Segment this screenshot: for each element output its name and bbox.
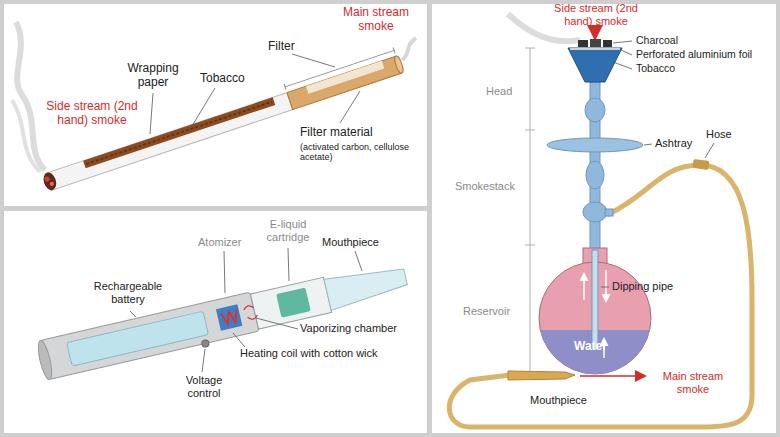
smoke [402,38,416,60]
part-label: Charcoal [636,34,678,46]
section-label: Head [486,85,512,98]
smoke [12,100,40,172]
part-label: Voltage control [172,374,236,399]
part-label: Wrapping paper [116,62,190,90]
dipping-pipe [592,250,598,350]
hose-fitting [692,159,709,170]
part-label: Tobacco [636,62,675,74]
hose [449,165,752,427]
leader-lines [150,54,360,134]
panel [4,211,427,433]
smoke-label: Main stream smoke [652,370,734,395]
part-label: Mouthpiece [322,236,379,249]
smoke-label: Side stream (2nd hand) smoke [545,2,647,27]
e-cigarette [36,257,411,384]
part-label: Filter material [300,126,373,140]
part-label: Dipping pipe [612,280,673,293]
part-label: Atomizer [198,236,241,249]
part-label: Hose [706,128,732,141]
part-label: Filter [268,40,295,54]
section-bracket [525,48,535,378]
smoke-label: Side stream (2nd hand) smoke [42,100,142,128]
smoke-arrow [594,31,596,37]
part-label: Heating coil with cotton wick [240,347,378,360]
cigarette [38,47,404,192]
mouthpiece [508,371,575,380]
part-label: Water [574,340,607,354]
section-label: Reservoir [463,305,510,318]
part-label: Perforated aluminium foil [636,48,752,60]
part-label: Ashtray [655,137,692,150]
note-label: (activated carbon, cellulose acetate) [300,142,410,163]
ashtray [547,138,643,152]
smoke [16,22,45,170]
leader-lines [601,41,714,287]
head-bowl [568,48,622,82]
smoke-label: Main stream smoke [340,6,412,34]
panel [432,4,776,433]
section-label: Smokestack [455,180,515,193]
part-label: Mouthpiece [530,394,587,407]
part-label: Tobacco [200,72,245,86]
smoke-arrow [580,375,644,377]
part-label: E-liquid cartridge [252,218,324,243]
part-label: Vaporizing chamber [300,322,397,335]
panel [4,4,427,206]
part-label: Rechargeable battery [86,280,170,305]
